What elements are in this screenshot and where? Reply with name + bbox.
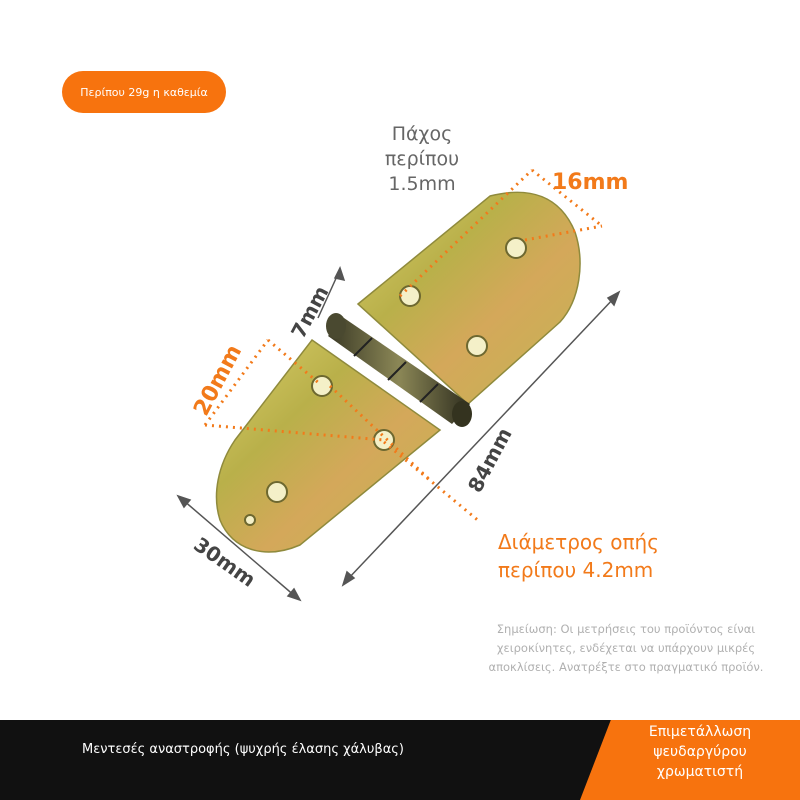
hole-diameter-label: Διάμετρος οπής περίπου 4.2mm: [498, 530, 659, 582]
finish-label: Επιμετάλλωση ψευδαργύρου χρωματιστή: [648, 724, 752, 780]
thickness-label: Πάχος περίπου 1.5mm: [384, 123, 460, 195]
hinge-knuckle: [326, 313, 472, 427]
footer-accent-panel: [580, 720, 800, 800]
weight-badge: Περίπου 29g η καθεμία: [62, 71, 226, 113]
dimension-lines: [176, 266, 621, 602]
orange-guides: [203, 168, 603, 524]
product-title: Μεντεσές αναστροφής (ψυχρής έλασης χάλυβ…: [82, 742, 404, 757]
measurement-note: Σημείωση: Οι μετρήσεις του προϊόντος είν…: [488, 622, 764, 674]
hinge-illustration: [176, 168, 621, 602]
width-16-label: 16mm: [552, 170, 629, 195]
